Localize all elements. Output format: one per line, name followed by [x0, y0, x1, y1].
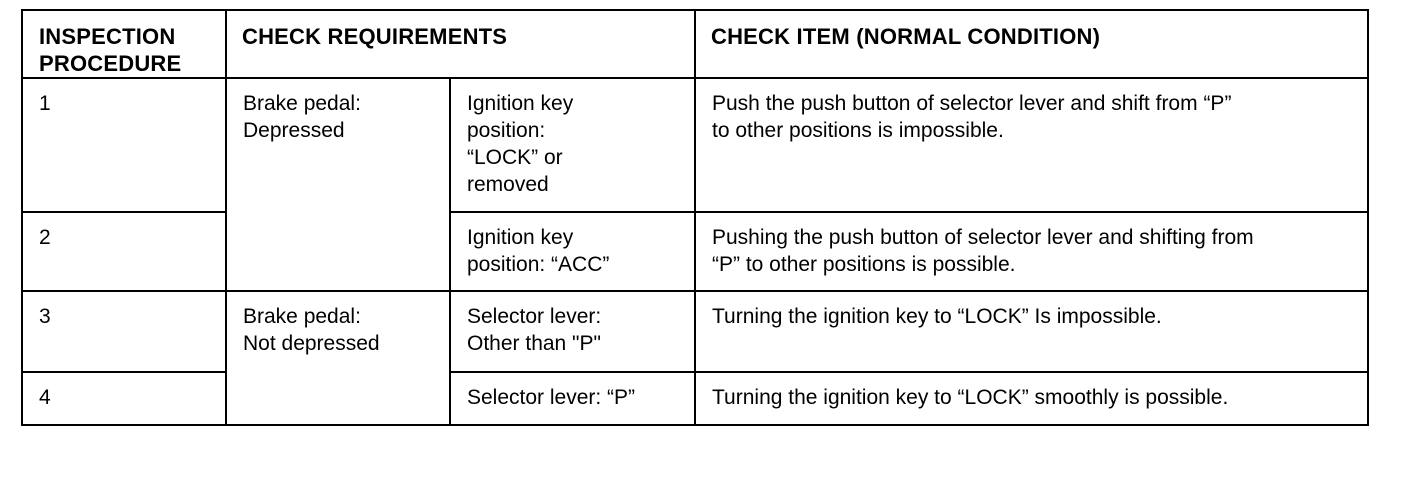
procedure-number-cell: 4	[21, 371, 227, 426]
table-row: 4 Selector lever: “P” Turning the igniti…	[21, 371, 1369, 426]
brake-pedal-condition-cell: Brake pedal: Not depressed	[225, 290, 451, 426]
check-item-cell: Turning the ignition key to “LOCK” Is im…	[694, 290, 1369, 373]
table-row: 1 Brake pedal: Depressed Ignition key po…	[21, 77, 1369, 292]
table-row: 3 Brake pedal: Not depressed Selector le…	[21, 290, 1369, 426]
table-body: 1 Brake pedal: Depressed Ignition key po…	[21, 77, 1369, 426]
table-header: INSPECTION PROCEDURE CHECK REQUIREMENTS …	[21, 9, 1369, 79]
requirement-cell: Selector lever: Other than "P"	[449, 290, 696, 373]
check-item-cell: Turning the ignition key to “LOCK” smoot…	[694, 371, 1369, 426]
header-inspection-procedure: INSPECTION PROCEDURE	[21, 9, 227, 79]
header-check-requirements: CHECK REQUIREMENTS	[225, 9, 696, 79]
table-row: 2 Ignition key position: “ACC” Pushing t…	[21, 211, 1369, 292]
inspection-table: INSPECTION PROCEDURE CHECK REQUIREMENTS …	[21, 9, 1369, 426]
procedure-number-cell: 2	[21, 211, 227, 292]
header-check-item: CHECK ITEM (NORMAL CONDITION)	[694, 9, 1369, 79]
brake-pedal-condition-cell: Brake pedal: Depressed	[225, 77, 451, 292]
requirement-cell: Ignition key position: “LOCK” or removed	[449, 77, 696, 213]
requirement-cell: Selector lever: “P”	[449, 371, 696, 426]
requirement-cell: Ignition key position: “ACC”	[449, 211, 696, 292]
check-item-cell: Pushing the push button of selector leve…	[694, 211, 1369, 292]
procedure-number-cell: 1	[21, 77, 227, 213]
procedure-number-cell: 3	[21, 290, 227, 373]
check-item-cell: Push the push button of selector lever a…	[694, 77, 1369, 213]
header-row: INSPECTION PROCEDURE CHECK REQUIREMENTS …	[21, 9, 1369, 79]
